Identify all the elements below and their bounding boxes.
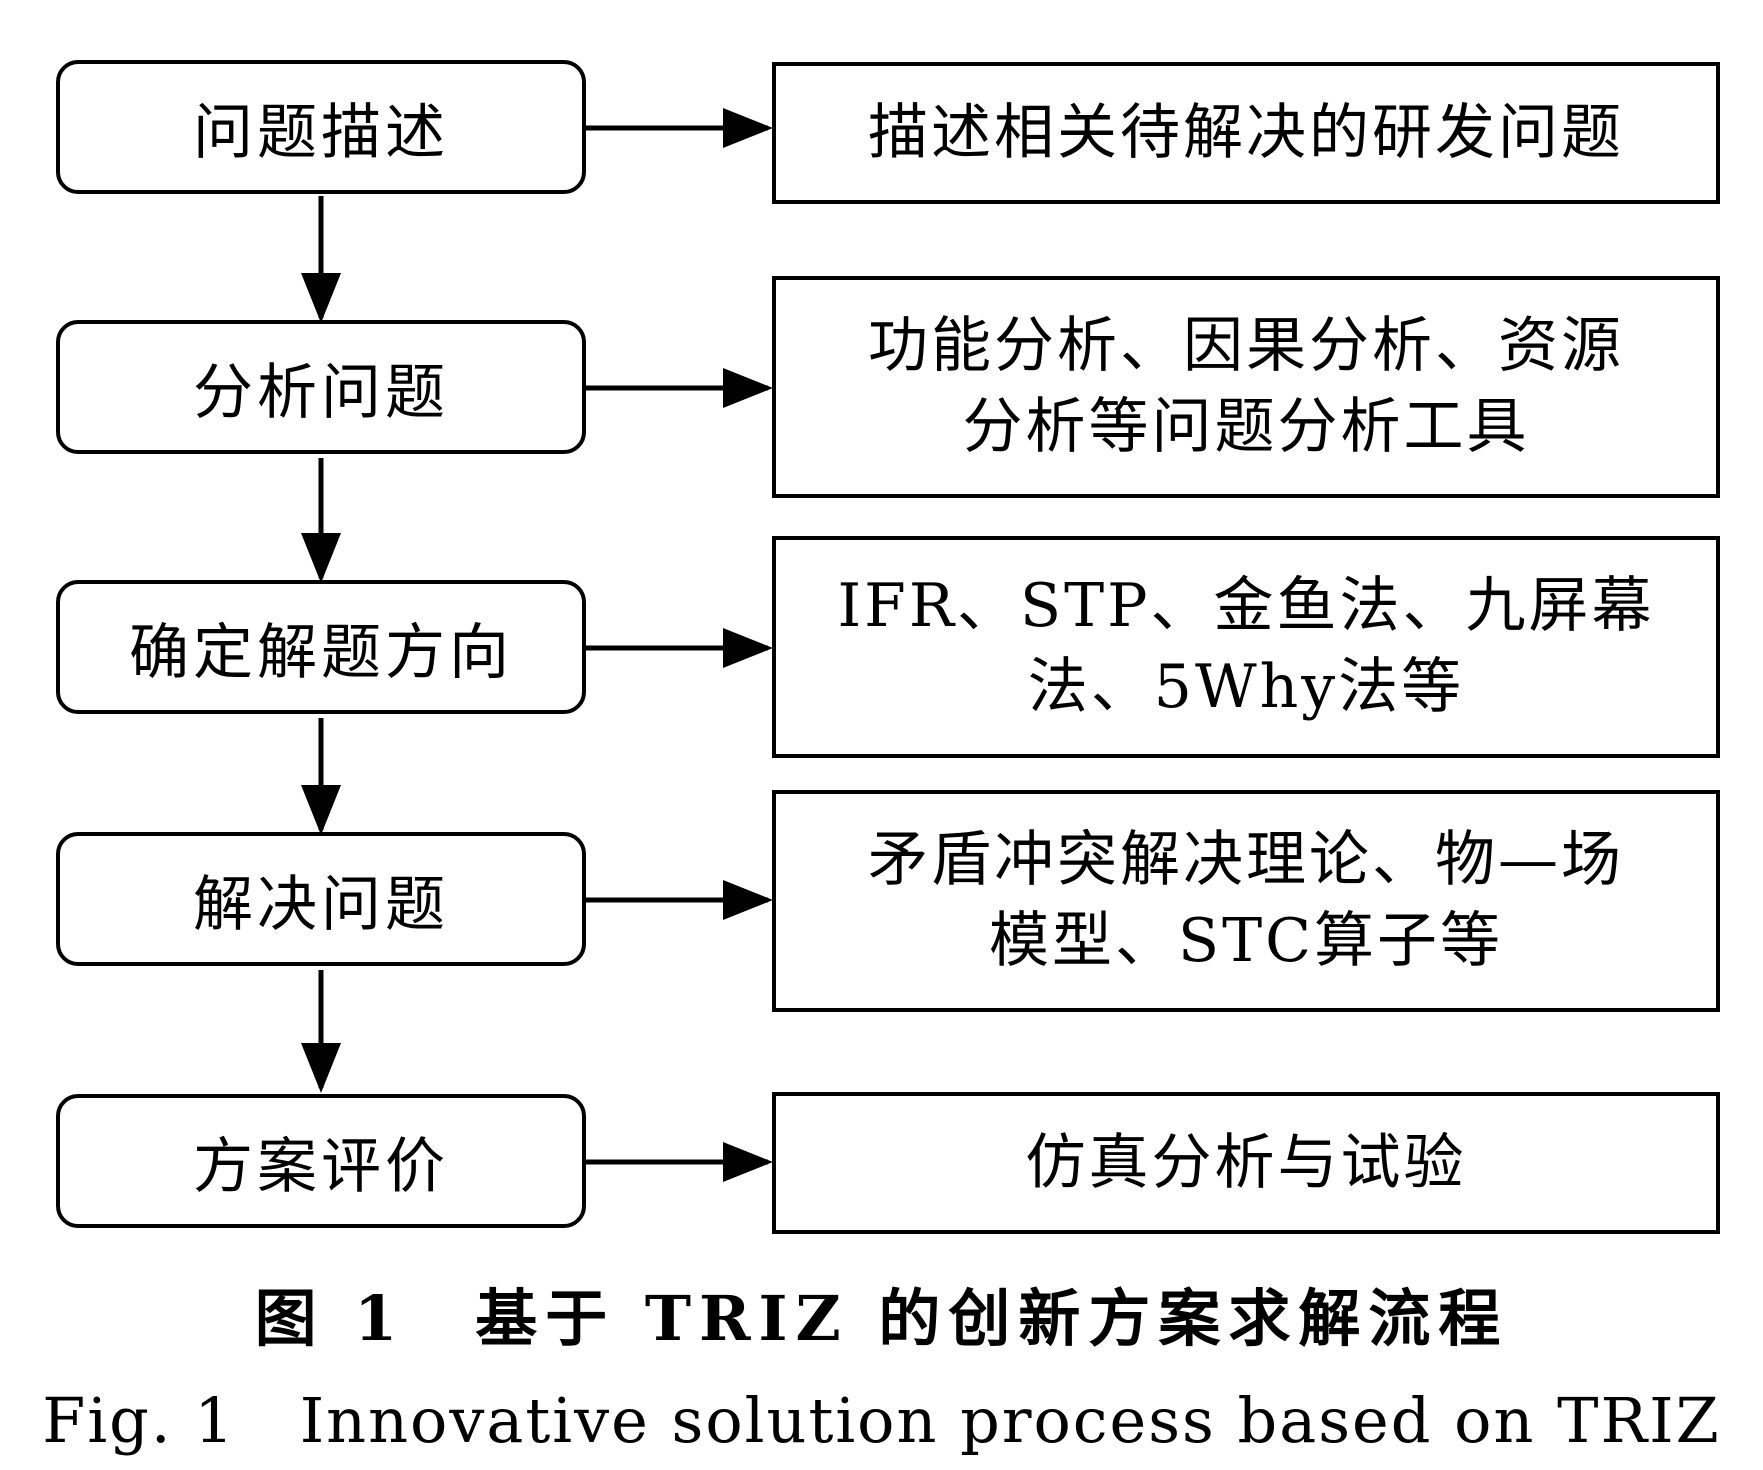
detail-text-line-1: 矛盾冲突解决理论、物—场 xyxy=(868,825,1624,895)
step-evaluate-solution: 方案评价 xyxy=(56,1094,586,1228)
detail-text-line-2: 模型、STC算子等 xyxy=(988,906,1504,976)
figure-caption-english: Fig. 1 Innovative solution process based… xyxy=(42,1384,1721,1457)
detail-box-2: 功能分析、因果分析、资源 分析等问题分析工具 xyxy=(772,276,1720,498)
detail-box-3: IFR、STP、金鱼法、九屏幕 法、5Why法等 xyxy=(772,536,1720,758)
detail-text-line-2: 分析等问题分析工具 xyxy=(962,392,1530,462)
detail-text: 描述相关待解决的研发问题 xyxy=(868,97,1624,168)
step-determine-direction: 确定解题方向 xyxy=(56,580,586,714)
step-problem-description: 问题描述 xyxy=(56,60,586,194)
detail-box-4: 矛盾冲突解决理论、物—场 模型、STC算子等 xyxy=(772,790,1720,1012)
detail-text-line-1: 功能分析、因果分析、资源 xyxy=(868,311,1624,381)
detail-text: 仿真分析与试验 xyxy=(1025,1127,1467,1198)
step-label: 解决问题 xyxy=(193,869,449,940)
step-solve-problem: 解决问题 xyxy=(56,832,586,966)
detail-box-1: 描述相关待解决的研发问题 xyxy=(772,62,1720,204)
detail-box-5: 仿真分析与试验 xyxy=(772,1092,1720,1234)
detail-text-line-2: 法、5Why法等 xyxy=(1027,652,1465,722)
step-label: 分析问题 xyxy=(193,357,449,428)
step-analyze-problem: 分析问题 xyxy=(56,320,586,454)
detail-text-line-1: IFR、STP、金鱼法、九屏幕 xyxy=(837,571,1655,641)
step-label: 问题描述 xyxy=(193,97,449,168)
step-label: 确定解题方向 xyxy=(129,617,513,688)
figure-caption-chinese: 图 1 基于 TRIZ 的创新方案求解流程 xyxy=(254,1282,1509,1355)
step-label: 方案评价 xyxy=(193,1131,449,1202)
